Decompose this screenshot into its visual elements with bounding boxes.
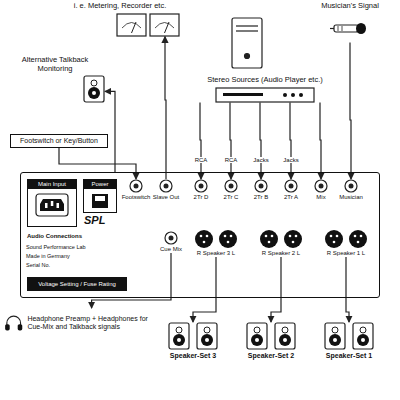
node-text: Speaker-Set 2: [248, 352, 294, 360]
spk2-icon: [324, 322, 374, 350]
node-text: 2Tr A: [283, 194, 299, 201]
computer-tower: [232, 18, 262, 68]
headphones: Headphone Preamp + Headphones for Cue-Mi…: [4, 308, 150, 338]
node-text: Footswitch: [121, 194, 152, 201]
audio-player: Stereo Sources (Audio Player etc.): [195, 76, 335, 103]
node-text: Footswitch or Key/Button: [20, 137, 98, 145]
iec-icon: [34, 192, 70, 218]
xlr-pair: R Speaker 3 L: [193, 229, 239, 257]
mains-socket: Main Input: [27, 179, 77, 227]
xlr-icon: [193, 229, 239, 249]
microphone: Musician's Signal: [305, 2, 395, 43]
node-text: Main Input: [28, 180, 76, 189]
cable-line: [350, 43, 351, 179]
speaker-set: Speaker-Set 1: [314, 322, 384, 360]
power-switch: Power: [83, 179, 117, 213]
jack-icon: [194, 179, 208, 193]
maker-name: Sound Performance Lab: [26, 244, 86, 250]
spk2-icon: [168, 322, 218, 350]
node-text: Alternative Talkback Monitoring: [5, 56, 105, 73]
player-icon: [215, 87, 315, 103]
meters-icon: [116, 13, 180, 37]
node-text: Musician's Signal: [321, 2, 379, 11]
jack-icon: [284, 179, 298, 193]
meter-device: i. e. Metering, Recorder etc.: [60, 2, 180, 37]
voltage-label: Voltage Setting / Fuse Rating: [27, 277, 127, 291]
speaker-set: Speaker-Set 2: [236, 322, 306, 360]
cable-line: [290, 103, 291, 179]
cable-label: RCA: [224, 157, 239, 163]
node-text: 2Tr B: [253, 194, 269, 201]
footswitch-box: Footswitch or Key/Button: [10, 134, 108, 148]
node-text: 2Tr D: [193, 194, 210, 201]
jack-socket: Cue Mix: [159, 231, 183, 253]
xlr-icon: [323, 229, 369, 249]
node-text: Cue Mix: [159, 246, 183, 253]
sw-icon: [90, 192, 110, 210]
hp-icon: [4, 308, 23, 338]
cable-line: [200, 103, 201, 179]
cable-line: [59, 148, 136, 179]
node-text: Musician: [338, 194, 364, 201]
xlr-pair: R Speaker 1 L: [323, 229, 369, 257]
cable-line: [271, 257, 281, 322]
node-text: R Speaker 2 L: [261, 250, 301, 257]
jack-icon: [344, 179, 358, 193]
node-text: Stereo Sources (Audio Player etc.): [207, 76, 322, 85]
node-text: R Speaker 1 L: [326, 250, 366, 257]
speaker-set: Speaker-Set 3: [158, 322, 228, 360]
rear-panel: Audio Connections Main Input PowerVoltage …: [20, 172, 380, 298]
cable-label: RCA: [194, 157, 209, 163]
cable-line: [260, 103, 261, 179]
jack-icon: [159, 179, 173, 193]
node-text: Headphone Preamp + Headphones for Cue-Mi…: [27, 315, 150, 331]
mic-icon: [330, 13, 370, 43]
node-text: Mix: [315, 194, 326, 201]
jack-socket: Mix: [314, 179, 328, 201]
origin-note: Made in Germany: [26, 253, 70, 259]
jack-socket: 2Tr D: [193, 179, 210, 201]
talkback-monitor: Alternative Talkback Monitoring: [5, 56, 105, 103]
jack-icon: [129, 179, 143, 193]
node-text: 2Tr C: [223, 194, 240, 201]
spk1-icon: [83, 75, 105, 103]
jack-socket: 2Tr C: [223, 179, 240, 201]
node-text: i. e. Metering, Recorder etc.: [74, 2, 167, 11]
jack-socket: Slave Out: [152, 179, 180, 201]
cable-line: [320, 103, 321, 179]
jack-icon: [314, 179, 328, 193]
node-text: Speaker-Set 1: [326, 352, 372, 360]
node-text: Slave Out: [152, 194, 180, 201]
node-text: Audio Connections: [27, 233, 82, 240]
node-text: Speaker-Set 3: [170, 352, 216, 360]
jack-socket: 2Tr A: [283, 179, 299, 201]
cable-line: [193, 257, 216, 322]
cable-line: [230, 103, 231, 179]
serial-field: Serial No.: [26, 262, 50, 268]
jack-icon: [254, 179, 268, 193]
cable-label: Jacks: [282, 157, 299, 163]
jack-socket: 2Tr B: [253, 179, 269, 201]
jack-socket: Musician: [338, 179, 364, 201]
cable-label: Jacks: [252, 157, 269, 163]
cable-line: [346, 257, 349, 322]
cable-line: [105, 91, 115, 172]
jack-socket: Footswitch: [121, 179, 152, 201]
cable-line: [165, 37, 166, 179]
node-text: Voltage Setting / Fuse Rating: [38, 281, 116, 288]
jack-icon: [224, 179, 238, 193]
node-text: R Speaker 3 L: [196, 250, 236, 257]
xlr-pair: R Speaker 2 L: [258, 229, 304, 257]
xlr-icon: [258, 229, 304, 249]
node-text: Power: [84, 180, 116, 189]
spk2-icon: [246, 322, 296, 350]
brand-logo: SPL: [84, 214, 105, 226]
jack-icon: [164, 231, 178, 245]
